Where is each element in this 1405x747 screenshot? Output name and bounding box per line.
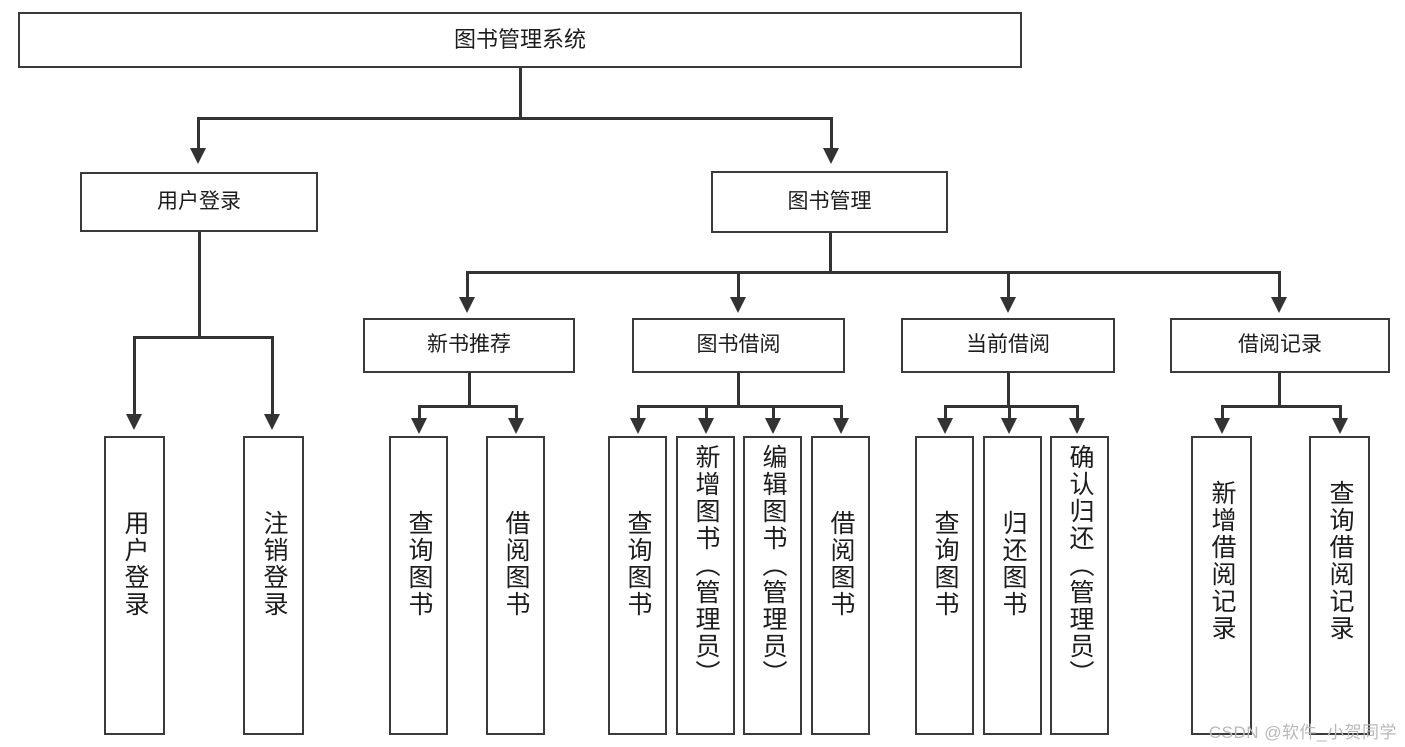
connector-login-to-leaf1 [133, 336, 136, 418]
connector-root-bar [197, 117, 832, 120]
arrowhead-borrowrecord-leaf2 [1332, 418, 1348, 434]
connector-currentborrow-to-leaf3 [1076, 405, 1079, 421]
leaf-borrow-book-borrow[interactable]: 借阅图书 [811, 436, 870, 735]
connector-bookborrow-to-leaf4 [840, 405, 843, 421]
arrowhead-bookborrow-leaf4 [833, 418, 849, 434]
connector-bookborrow-bar [637, 405, 842, 408]
node-book-borrow[interactable]: 图书借阅 [632, 318, 845, 373]
node-label: 图书借阅 [696, 333, 781, 357]
connector-currentborrow-bar [944, 405, 1078, 408]
leaf-label: 查询借阅记录 [1326, 480, 1354, 642]
connector-borrowrecord-to-leaf1 [1221, 405, 1224, 421]
connector-bookmgmt-stem [829, 233, 832, 273]
arrowhead-bookborrow-leaf1 [630, 418, 646, 434]
leaf-label: 新增图书（管理员） [692, 444, 720, 687]
node-label: 借阅记录 [1238, 333, 1322, 357]
connector-root-to-login [197, 117, 200, 152]
arrowhead-bookmgmt-record [1271, 297, 1287, 313]
leaf-add-book-admin[interactable]: 新增图书（管理员） [676, 436, 735, 735]
node-label: 当前借阅 [966, 333, 1050, 357]
leaf-label: 查询图书 [624, 510, 652, 618]
node-label: 用户登录 [157, 189, 241, 213]
connector-bookmgmt-bar [466, 271, 1280, 274]
leaf-label: 新增借阅记录 [1208, 480, 1236, 642]
connector-currentborrow-to-leaf1 [944, 405, 947, 421]
connector-bookborrow-to-leaf1 [637, 405, 640, 421]
leaf-label: 注销登录 [260, 510, 288, 618]
arrowhead-root-to-login [190, 148, 206, 164]
connector-bookborrow-to-leaf3 [772, 405, 775, 421]
leaf-return-book[interactable]: 归还图书 [983, 436, 1042, 735]
node-borrow-record[interactable]: 借阅记录 [1170, 318, 1390, 373]
connector-borrowrecord-bar [1221, 405, 1341, 408]
connector-root-stem [519, 68, 522, 118]
connector-login-stem [198, 232, 201, 338]
arrowhead-login-leaf1 [126, 414, 142, 430]
arrowhead-bookborrow-leaf2 [698, 418, 714, 434]
leaf-label: 编辑图书（管理员） [759, 444, 787, 687]
leaf-query-borrow-record[interactable]: 查询借阅记录 [1309, 436, 1370, 735]
leaf-user-login[interactable]: 用户登录 [104, 436, 165, 735]
arrowhead-bookmgmt-borrow [730, 297, 746, 313]
node-label: 图书管理 [787, 189, 872, 213]
node-root-system[interactable]: 图书管理系统 [18, 12, 1022, 68]
leaf-label: 查询图书 [931, 510, 959, 618]
connector-borrowrecord-stem [1278, 373, 1281, 407]
connector-bookmgmt-to-record [1278, 271, 1281, 301]
leaf-label: 确认归还（管理员） [1066, 444, 1094, 687]
connector-newbook-to-leaf1 [418, 405, 421, 421]
node-label: 图书管理系统 [453, 27, 586, 53]
connector-newbook-stem [468, 373, 471, 407]
connector-borrowrecord-to-leaf2 [1339, 405, 1342, 421]
leaf-label: 借阅图书 [502, 510, 530, 618]
leaf-edit-book-admin[interactable]: 编辑图书（管理员） [743, 436, 802, 735]
node-book-management[interactable]: 图书管理 [711, 171, 948, 233]
arrowhead-newbook-leaf1 [411, 418, 427, 434]
arrowhead-currentborrow-leaf3 [1069, 418, 1085, 434]
node-label: 新书推荐 [427, 333, 511, 357]
connector-login-to-leaf2 [271, 336, 274, 418]
connector-bookmgmt-to-current [1007, 271, 1010, 301]
connector-bookborrow-stem [737, 373, 740, 407]
leaf-query-book-current[interactable]: 查询图书 [915, 436, 974, 735]
connector-newbook-to-leaf2 [515, 405, 518, 421]
leaf-label: 归还图书 [999, 510, 1027, 618]
arrowhead-currentborrow-leaf1 [937, 418, 953, 434]
arrowhead-root-to-bookmgmt [823, 148, 839, 164]
node-new-book-recommend[interactable]: 新书推荐 [363, 318, 575, 373]
connector-bookborrow-to-leaf2 [705, 405, 708, 421]
connector-currentborrow-to-leaf2 [1008, 405, 1011, 421]
arrowhead-bookborrow-leaf3 [765, 418, 781, 434]
arrowhead-bookmgmt-current [1000, 297, 1016, 313]
connector-login-bar [133, 336, 271, 339]
leaf-borrow-book-newbook[interactable]: 借阅图书 [486, 436, 545, 735]
leaf-label: 查询图书 [405, 510, 433, 618]
leaf-query-book-borrow[interactable]: 查询图书 [608, 436, 667, 735]
arrowhead-login-leaf2 [264, 414, 280, 430]
leaf-logout[interactable]: 注销登录 [243, 436, 304, 735]
csdn-watermark: CSDN @软件_小贺同学 [1208, 723, 1397, 742]
leaf-confirm-return-admin[interactable]: 确认归还（管理员） [1050, 436, 1109, 735]
arrowhead-bookmgmt-new [459, 297, 475, 313]
leaf-label: 借阅图书 [827, 510, 855, 618]
connector-currentborrow-stem [1007, 373, 1010, 407]
connector-newbook-bar [418, 405, 517, 408]
connector-bookmgmt-to-new [466, 271, 469, 301]
arrowhead-newbook-leaf2 [508, 418, 524, 434]
arrowhead-currentborrow-leaf2 [1001, 418, 1017, 434]
connector-bookmgmt-to-borrow [737, 271, 740, 301]
node-user-login[interactable]: 用户登录 [80, 172, 318, 232]
leaf-label: 用户登录 [121, 510, 149, 618]
leaf-query-book-newbook[interactable]: 查询图书 [389, 436, 448, 735]
leaf-add-borrow-record[interactable]: 新增借阅记录 [1191, 436, 1252, 735]
arrowhead-borrowrecord-leaf1 [1214, 418, 1230, 434]
connector-root-to-bookmgmt [830, 117, 833, 152]
node-current-borrow[interactable]: 当前借阅 [901, 318, 1115, 373]
